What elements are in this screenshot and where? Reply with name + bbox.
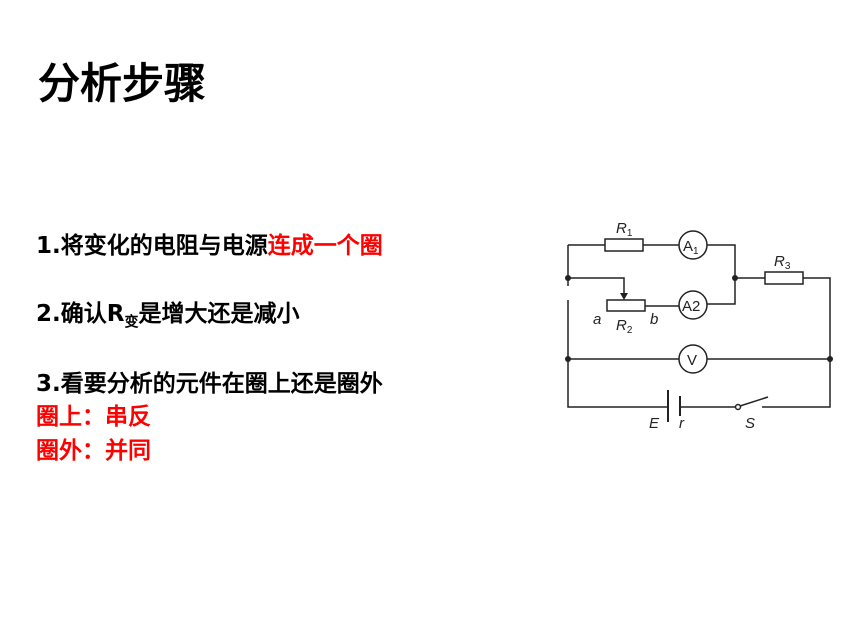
label-b: b bbox=[650, 311, 658, 328]
page-title: 分析步骤 bbox=[38, 59, 207, 108]
rule-inside: 圈上：串反 bbox=[36, 404, 151, 430]
rule-outside: 圈外：并同 bbox=[36, 438, 151, 464]
ammeter-a2: A2 bbox=[682, 298, 700, 315]
step-1-highlight: 连成一个圈 bbox=[267, 233, 383, 259]
step-2-sub: 变 bbox=[124, 314, 139, 331]
voltmeter-v: V bbox=[687, 352, 697, 369]
label-e: E bbox=[649, 415, 660, 432]
label-r3: R3 bbox=[774, 253, 791, 272]
label-r: r bbox=[679, 415, 685, 432]
step-2-rest: 是增大还是减小 bbox=[138, 301, 300, 327]
label-s: S bbox=[745, 415, 755, 432]
step-2-text: 2.确认R bbox=[36, 301, 125, 327]
label-r2: R2 bbox=[616, 317, 633, 336]
step-2: 2.确认R变是增大还是减小 bbox=[36, 294, 299, 332]
label-r1: R1 bbox=[616, 220, 633, 239]
label-a: a bbox=[593, 311, 601, 328]
step-1: 1.将变化的电阻与电源连成一个圈 bbox=[36, 226, 383, 260]
ammeter-a1: A1 bbox=[683, 238, 699, 257]
step-3: 3.看要分析的元件在圈上还是圈外 bbox=[36, 371, 383, 397]
step-1-text: 1.将变化的电阻与电源 bbox=[36, 233, 268, 259]
